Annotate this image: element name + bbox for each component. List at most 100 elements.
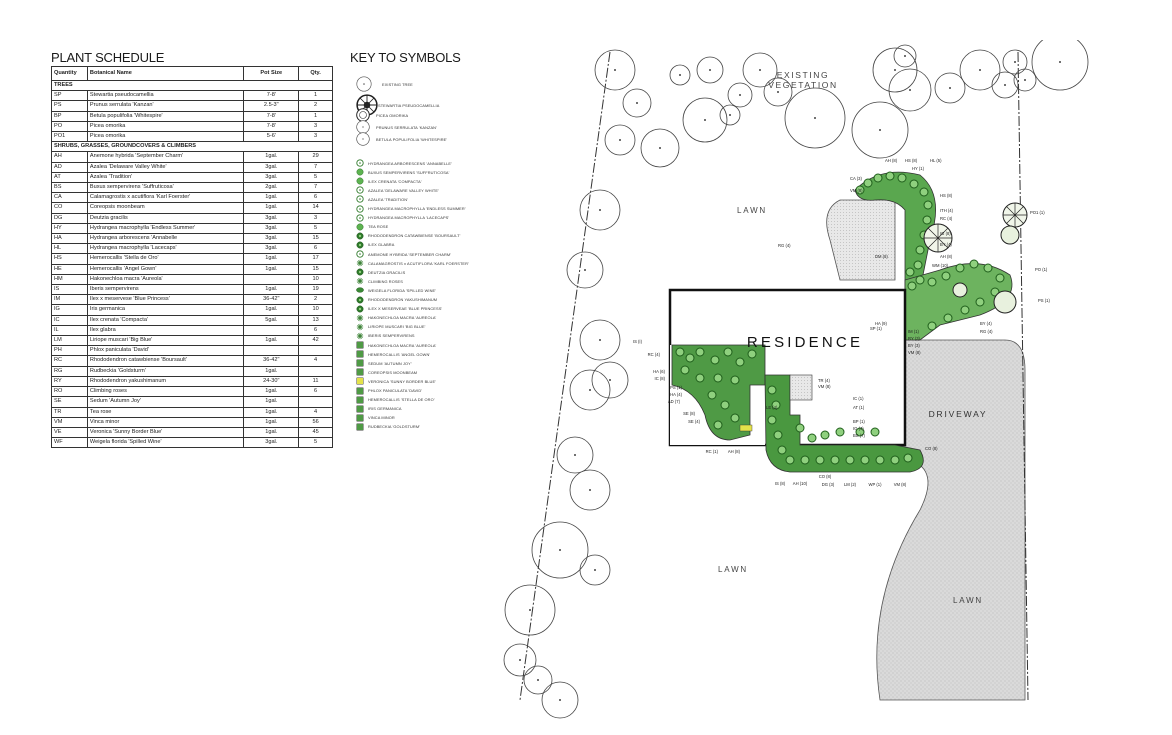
key-row: EXISTING TREE — [356, 76, 413, 92]
shrub-marker — [771, 400, 781, 410]
plant-tag: RY (3) — [908, 336, 921, 341]
tree-trunk-dot — [879, 129, 881, 131]
schedule-cell: 7 — [298, 161, 333, 173]
grass-icon — [356, 278, 364, 285]
shrub-marker — [905, 267, 915, 277]
plant-tag: AT (1) — [853, 405, 865, 410]
schedule-cell — [298, 396, 333, 408]
schedule-cell: Calamagrostis x acutiflora 'Karl Foerste… — [86, 192, 245, 204]
schedule-cell — [298, 365, 333, 377]
schedule-cell: Rhododendron catawbiense 'Boursault' — [86, 355, 245, 367]
schedule-cell: 1gal. — [243, 192, 300, 204]
key-label: SEDUM 'AUTUMN JOY' — [368, 360, 412, 366]
schedule-cell: BS — [51, 182, 88, 194]
plant-tag: AH (8) — [885, 158, 898, 163]
schedule-cell: Climbing roses — [86, 386, 245, 398]
schedule-cell: 1gal. — [243, 396, 300, 408]
schedule-cell: Ilex glabra — [86, 324, 245, 337]
key-label: ILEX X MESERVEAE 'BLUE PRINCESS' — [368, 306, 443, 312]
schedule-cell: 6 — [298, 243, 333, 255]
tree-trunk-dot — [599, 209, 601, 211]
square-icon — [356, 423, 364, 431]
schedule-cell: 1gal. — [243, 406, 300, 418]
schedule-cell: Rudbeckia 'Goldsturm' — [86, 365, 245, 377]
plant-tag: BY (3) — [908, 343, 920, 348]
tree-trunk-dot — [1024, 79, 1026, 81]
key-label: TEA ROSE — [368, 224, 389, 230]
key-label: VERONICA 'SUNNY BORDER BLUE' — [368, 378, 436, 384]
existing-tree — [640, 128, 680, 168]
plant-tag: HA (9) — [875, 321, 887, 326]
existing-tree — [579, 554, 611, 586]
shrub-marker — [955, 263, 965, 273]
schedule-cell: PO1 — [51, 131, 88, 143]
shrub-marker — [800, 455, 810, 465]
existing-tree — [1002, 49, 1028, 75]
shrub-marker — [870, 427, 880, 437]
key-label: AZALEA 'DELAWARE VALLEY WHITE' — [368, 187, 439, 193]
key-row: ILEX GLABRA — [356, 241, 394, 249]
schedule-cell: RC — [51, 355, 88, 367]
schedule-cell: Hydrangea macrophylla 'Endless Summer' — [86, 222, 245, 235]
shrub-marker — [773, 430, 783, 440]
key-label: CALAMAGROSTIS x ACUTIFLORA 'KARL FOERSTE… — [368, 260, 469, 266]
plant-tag: BY (4) — [980, 321, 992, 326]
schedule-cell: 1 — [298, 110, 333, 122]
key-label: CLIMBING ROSES — [368, 278, 403, 284]
existing-tree — [503, 643, 537, 677]
existing-tree — [669, 64, 691, 86]
schedule-cell: Prunus serrulata 'Kanzan' — [86, 100, 245, 112]
key-label: EXISTING TREE — [382, 81, 413, 87]
schedule-cell: 24-30" — [243, 375, 300, 388]
shrub-marker — [685, 353, 695, 363]
shrub-marker — [713, 373, 723, 383]
existing-tree — [504, 584, 556, 636]
schedule-cell — [298, 345, 333, 357]
shrub-marker — [680, 365, 690, 375]
key-row: CLIMBING ROSES — [356, 277, 403, 285]
site-plan: EXISTING VEGETATION RESIDENCE DRIVEWAY L… — [503, 40, 1089, 719]
tree-trunk-dot — [1059, 61, 1061, 63]
shrub-marker — [919, 187, 929, 197]
tree-trunk-dot — [589, 489, 591, 491]
tree-trunk-dot — [777, 91, 779, 93]
existing-tree — [851, 101, 909, 159]
schedule-cell: SE — [51, 396, 88, 408]
schedule-header-cell: Qty. — [298, 66, 333, 81]
key-label: LIRIOPE MUSCARI 'BIG BLUE' — [368, 324, 426, 330]
plant-tag: BY (4) — [940, 242, 952, 247]
tree-trunk-dot — [559, 549, 561, 551]
key-row: ILEX CRENATA 'COMPACTA' — [356, 177, 422, 185]
large-circle-tree-icon — [356, 76, 372, 92]
key-row: PHLOX PANICULATA 'DAVID' — [356, 387, 422, 395]
shrub-marker — [777, 445, 787, 455]
schedule-cell: 10 — [298, 273, 333, 286]
schedule-cell: 1gal. — [243, 263, 300, 275]
key-to-symbols-title: KEY TO SYMBOLS — [350, 50, 461, 65]
schedule-cell: 4 — [298, 406, 333, 418]
shrub-marker — [707, 390, 717, 400]
schedule-cell: 10 — [298, 304, 333, 316]
schedule-cell: HL — [51, 243, 88, 255]
existing-tree — [696, 56, 724, 84]
existing-tree — [1031, 40, 1089, 91]
key-row: RHODODENDRON YAKUSHIMANUM — [356, 296, 437, 304]
schedule-cell: 36-42" — [243, 355, 300, 367]
key-label: BUXUS SEMPERVIRENS 'SUFFRUTICOSA' — [368, 169, 450, 175]
tree-trunk-dot — [709, 69, 711, 71]
existing-vegetation-label: EXISTING — [777, 70, 829, 80]
shrub-marker — [885, 171, 895, 181]
plant-tag: IM (1) — [908, 329, 920, 334]
schedule-cell: Deutzia gracilis — [86, 212, 245, 224]
schedule-cell: 36-42" — [243, 294, 300, 306]
tree-trunk-dot — [814, 117, 816, 119]
existing-tree — [622, 88, 652, 118]
key-label: PICEA OMORIKA — [376, 112, 409, 118]
schedule-cell — [243, 273, 300, 286]
